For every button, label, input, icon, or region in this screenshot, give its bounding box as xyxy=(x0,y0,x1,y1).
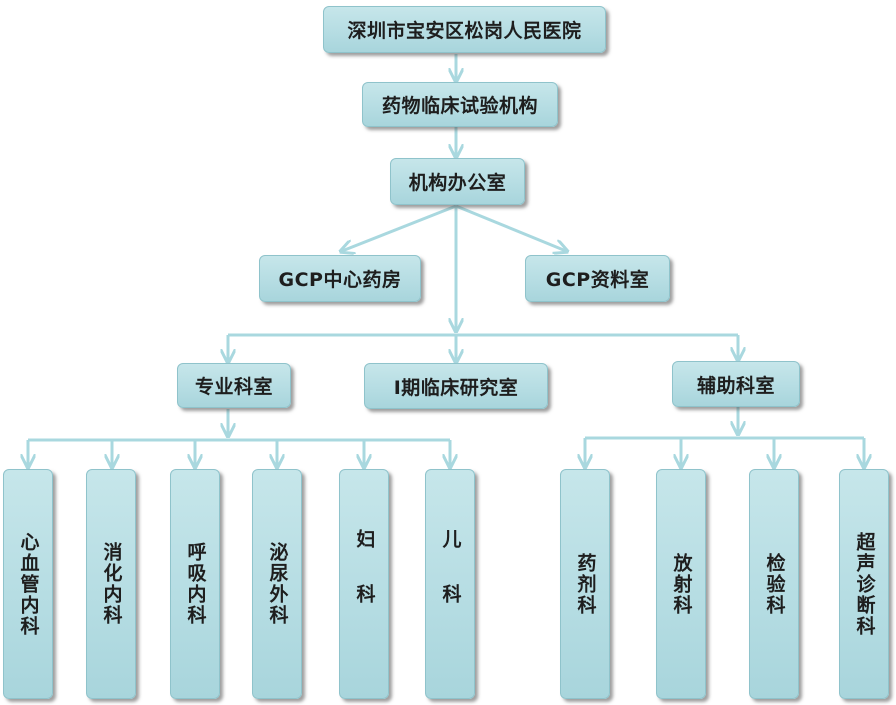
cardiology-box: 心血管内科 xyxy=(3,469,53,699)
hospital-title-box: 深圳市宝安区松岗人民医院 xyxy=(323,6,606,53)
gastroenterology-box: 消化内科 xyxy=(86,469,136,699)
phase1-lab-box: Ⅰ期临床研究室 xyxy=(364,363,548,409)
institution-box: 药物临床试验机构 xyxy=(362,82,558,127)
gcp-pharmacy-box: GCP中心药房 xyxy=(259,255,421,302)
laboratory-box: 检验科 xyxy=(749,469,799,699)
connector-office-archive xyxy=(455,204,566,251)
radiology-box: 放射科 xyxy=(656,469,706,699)
pediatrics-box: 儿科 xyxy=(425,469,475,699)
connector-office-pharmacy xyxy=(342,204,457,251)
auxiliary-dept-box: 辅助科室 xyxy=(672,361,800,407)
urology-box: 泌尿外科 xyxy=(252,469,302,699)
ultrasound-box: 超声诊断科 xyxy=(839,469,889,699)
gynecology-box: 妇科 xyxy=(339,469,389,699)
gcp-archive-box: GCP资料室 xyxy=(525,255,670,302)
specialty-dept-box: 专业科室 xyxy=(177,363,291,408)
respiratory-box: 呼吸内科 xyxy=(170,469,220,699)
pharmacy-dept-box: 药剂科 xyxy=(560,469,610,699)
office-box: 机构办公室 xyxy=(390,158,525,205)
